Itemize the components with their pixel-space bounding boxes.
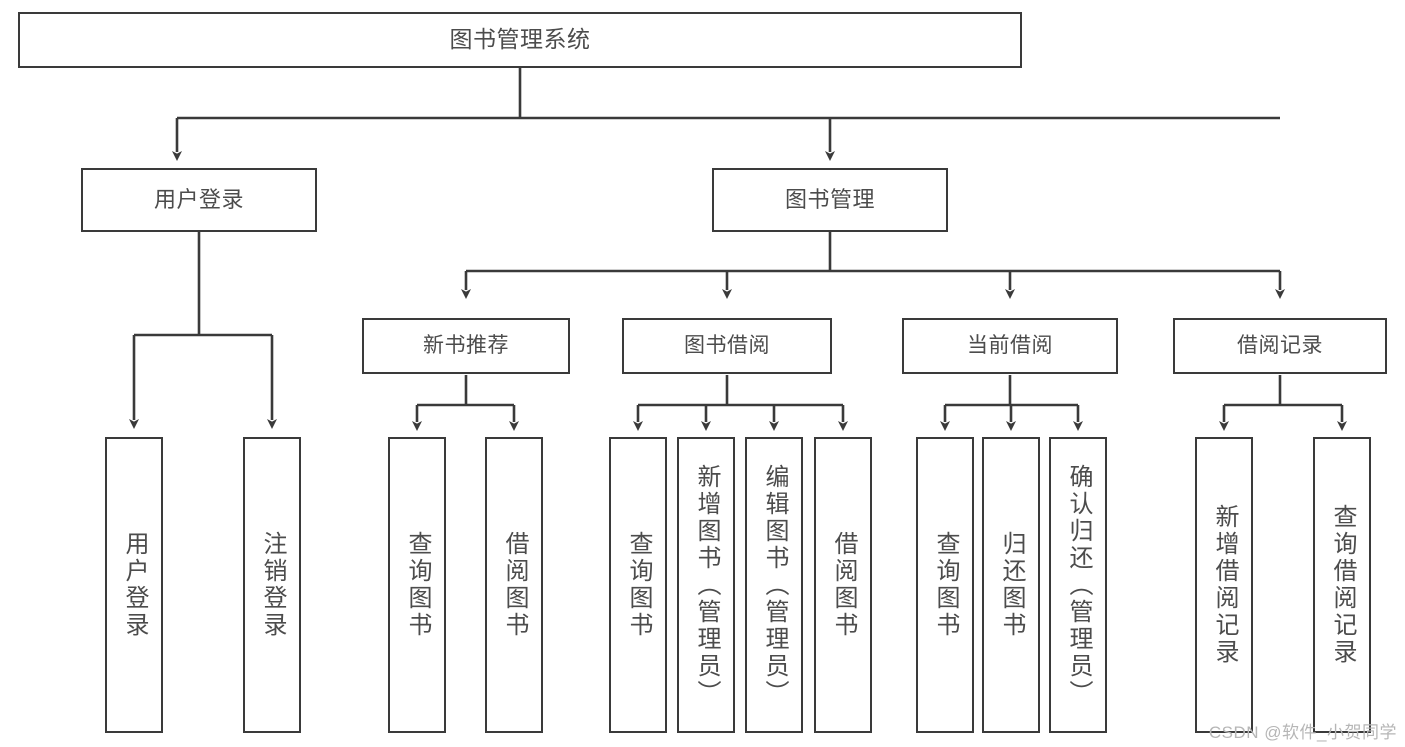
node-leaf-borrow-book-2-label: 借阅图书 [830,531,857,639]
node-leaf-return-book[interactable]: 归还图书 [982,437,1040,733]
node-root-label: 图书管理系统 [449,26,591,53]
node-leaf-user-login-label: 用户登录 [121,531,148,639]
node-book-borrow[interactable]: 图书借阅 [622,318,832,374]
node-leaf-add-record[interactable]: 新增借阅记录 [1195,437,1253,733]
node-leaf-borrow-book-2[interactable]: 借阅图书 [814,437,872,733]
node-leaf-query-book-2[interactable]: 查询图书 [609,437,667,733]
node-leaf-edit-book-label: 编辑图书（管理员） [761,463,788,707]
node-leaf-add-record-label: 新增借阅记录 [1211,504,1238,666]
node-leaf-borrow-book-1-label: 借阅图书 [501,531,528,639]
node-leaf-query-record-label: 查询借阅记录 [1329,504,1356,666]
node-book-manage-label: 图书管理 [784,187,875,213]
node-leaf-logout-login-label: 注销登录 [259,531,286,639]
node-leaf-query-record[interactable]: 查询借阅记录 [1313,437,1371,733]
node-borrow-record-label: 借阅记录 [1237,333,1323,357]
node-leaf-confirm-return[interactable]: 确认归还（管理员） [1049,437,1107,733]
node-leaf-logout-login[interactable]: 注销登录 [243,437,301,733]
node-leaf-query-book-3[interactable]: 查询图书 [916,437,974,733]
node-new-book-recommend-label: 新书推荐 [423,333,509,357]
node-leaf-query-book-1-label: 查询图书 [404,531,431,639]
node-user-login-label: 用户登录 [153,187,244,213]
node-leaf-confirm-return-label: 确认归还（管理员） [1065,463,1092,707]
node-new-book-recommend[interactable]: 新书推荐 [362,318,570,374]
node-leaf-edit-book[interactable]: 编辑图书（管理员） [745,437,803,733]
node-current-borrow-label: 当前借阅 [967,333,1053,357]
node-leaf-query-book-1[interactable]: 查询图书 [388,437,446,733]
node-leaf-add-book-label: 新增图书（管理员） [693,463,720,707]
node-leaf-borrow-book-1[interactable]: 借阅图书 [485,437,543,733]
node-book-borrow-label: 图书借阅 [684,333,770,357]
node-root[interactable]: 图书管理系统 [18,12,1022,68]
node-leaf-add-book[interactable]: 新增图书（管理员） [677,437,735,733]
node-leaf-query-book-3-label: 查询图书 [932,531,959,639]
node-book-manage[interactable]: 图书管理 [712,168,948,232]
node-current-borrow[interactable]: 当前借阅 [902,318,1118,374]
node-leaf-query-book-2-label: 查询图书 [625,531,652,639]
node-leaf-user-login[interactable]: 用户登录 [105,437,163,733]
node-borrow-record[interactable]: 借阅记录 [1173,318,1387,374]
watermark-text: CSDN @软件_小贺同学 [1208,723,1397,742]
node-user-login[interactable]: 用户登录 [81,168,317,232]
node-leaf-return-book-label: 归还图书 [998,531,1025,639]
